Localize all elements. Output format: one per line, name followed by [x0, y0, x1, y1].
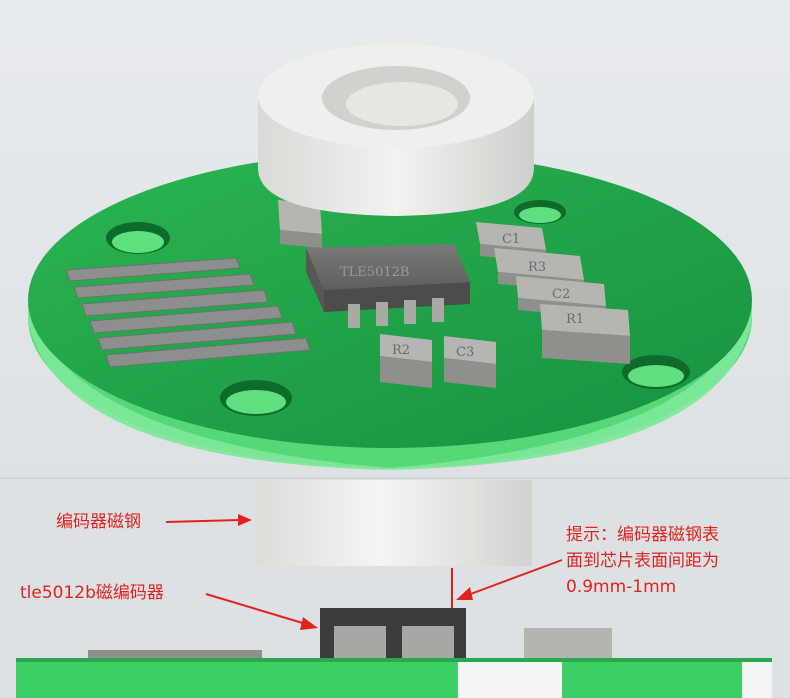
annotation-arrows — [165, 514, 563, 630]
hint-line-2: 面到芯片表面间距为 — [566, 551, 719, 571]
pcb-pads — [65, 257, 311, 368]
mounting-hole — [514, 200, 566, 224]
hint-text: 提示：编码器磁钢表 面到芯片表面间距为 0.9mm-1mm — [566, 522, 719, 600]
passive-side — [524, 628, 612, 658]
pcb-side-view — [16, 480, 772, 698]
component-r2: R2 — [380, 334, 432, 388]
component-r1: R1 — [540, 304, 630, 364]
svg-text:C2: C2 — [552, 287, 570, 302]
svg-text:C1: C1 — [502, 232, 520, 247]
hint-line-1: 提示：编码器磁钢表 — [566, 525, 719, 545]
pcb-side — [16, 658, 772, 698]
svg-text:TLE5012B: TLE5012B — [340, 265, 409, 280]
tle5012b-chip-3d: TLE5012B — [306, 244, 470, 328]
component-c3: C3 — [444, 336, 496, 388]
mounting-hole — [106, 222, 170, 254]
pcb-3d-view: C1 R3 C2 R1 R2 C3 — [28, 44, 752, 470]
tle5012b-chip-side — [320, 608, 466, 658]
ring-magnet-3d — [258, 44, 534, 216]
sensor-label: tle5012b磁编码器 — [20, 583, 164, 603]
magnet-side — [256, 480, 532, 566]
hint-line-3: 0.9mm-1mm — [566, 577, 677, 597]
svg-text:R1: R1 — [566, 312, 584, 327]
mounting-hole — [622, 355, 690, 389]
svg-text:R3: R3 — [528, 260, 546, 275]
svg-text:C3: C3 — [456, 345, 474, 360]
magnet-label: 编码器磁钢 — [56, 512, 141, 532]
mounting-hole — [220, 380, 292, 416]
component-left — [278, 200, 322, 248]
svg-text:R2: R2 — [392, 343, 410, 358]
